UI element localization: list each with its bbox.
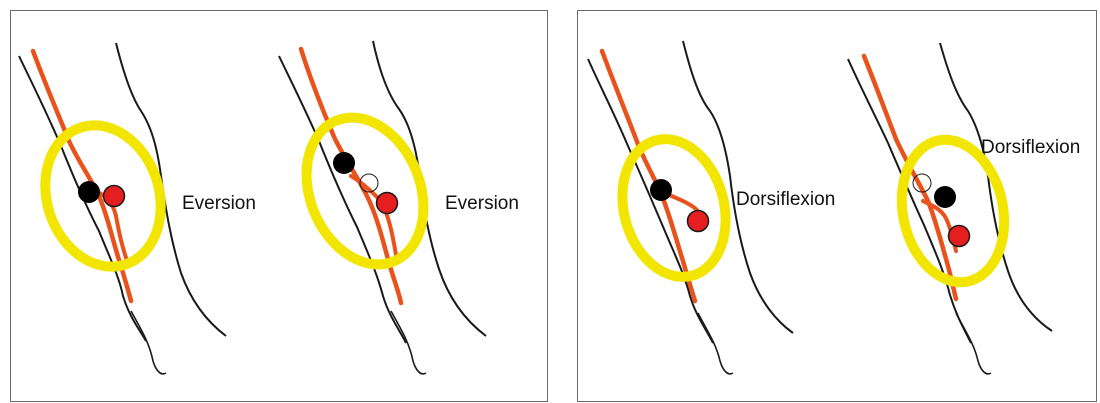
red-dot-marker [104,186,125,207]
ankle-outline-back [116,43,226,336]
ankle-outline-back [373,41,486,336]
red-dot-marker [377,193,398,214]
dorsiflexion-label-2: Dorsiflexion [981,137,1080,159]
heel-outline [698,313,733,374]
dorsiflexion-figures [578,11,1097,402]
red-dot-marker [688,211,709,232]
dorsiflexion-panel: Dorsiflexion Dorsiflexion [577,10,1097,402]
black-dot-marker [650,179,672,201]
heel-outline [956,313,991,374]
red-dot-marker [949,226,970,247]
heel-outline [131,311,166,374]
eversion-label-2: Eversion [445,193,519,215]
dorsiflexion-label-1: Dorsiflexion [736,189,835,211]
black-dot-marker [333,152,355,174]
eversion-label-1: Eversion [182,193,256,215]
highlight-ellipse [608,127,741,288]
heel-outline [391,311,426,374]
ankle-figure-4 [848,43,1052,374]
tendon-main [864,56,956,299]
black-dot-marker [934,186,956,208]
ankle-outline-back [683,41,793,333]
black-dot-marker [78,181,100,203]
eversion-panel: Eversion Eversion [10,10,548,402]
